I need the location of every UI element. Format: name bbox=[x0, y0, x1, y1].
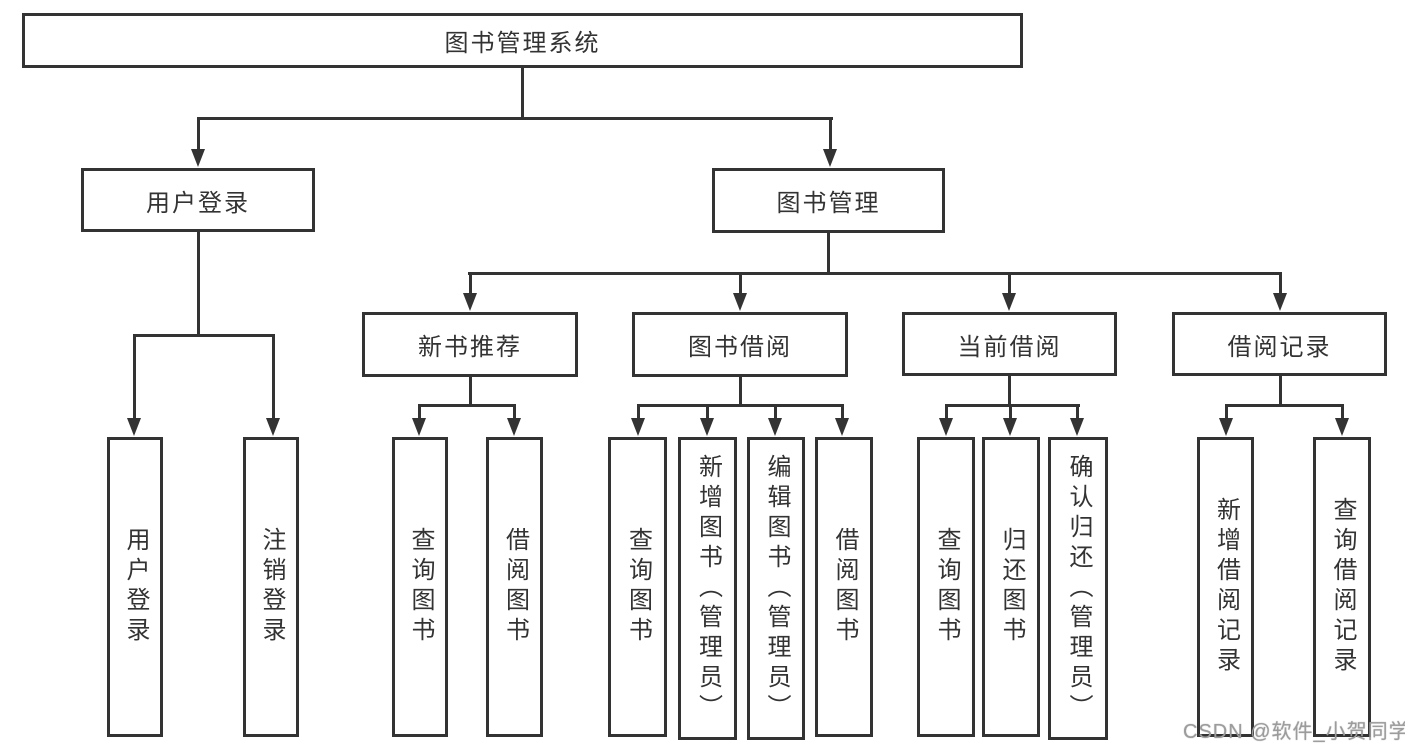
node-library-management-system: 图书管理系统 bbox=[22, 13, 1023, 68]
leaf-records-add-record: 新增借阅记录 bbox=[1197, 437, 1254, 737]
arrowhead-icon bbox=[463, 293, 477, 311]
leaf-current-query-books: 查询图书 bbox=[917, 437, 975, 737]
connector-line bbox=[1008, 376, 1011, 405]
connector-line bbox=[197, 117, 833, 120]
connector-line bbox=[1008, 274, 1011, 295]
arrowhead-icon bbox=[507, 418, 521, 436]
leaf-borrow-edit-books-admin: 编辑图书（管理员） bbox=[747, 437, 805, 740]
leaf-borrow-query-books: 查询图书 bbox=[608, 437, 667, 737]
connector-line bbox=[133, 336, 136, 419]
node-label: 查询图书 bbox=[933, 527, 960, 647]
connector-line bbox=[1279, 376, 1282, 405]
leaf-borrow-add-books-admin: 新增图书（管理员） bbox=[678, 437, 737, 740]
node-label: 查询图书 bbox=[624, 527, 652, 647]
connector-line bbox=[469, 377, 472, 405]
connector-line bbox=[827, 233, 830, 273]
node-user-login: 用户登录 bbox=[81, 168, 315, 232]
connector-line bbox=[841, 406, 844, 419]
arrowhead-icon bbox=[412, 418, 426, 436]
connector-line bbox=[637, 406, 640, 419]
node-label: 新增借阅记录 bbox=[1212, 497, 1240, 677]
arrowhead-icon bbox=[266, 418, 280, 436]
arrowhead-icon bbox=[1273, 293, 1287, 311]
connector-line bbox=[1076, 406, 1079, 419]
arrowhead-icon bbox=[631, 418, 645, 436]
arrowhead-icon bbox=[1335, 418, 1349, 436]
arrowhead-icon bbox=[1003, 418, 1017, 436]
node-label: 查询借阅记录 bbox=[1329, 497, 1356, 677]
connector-line bbox=[197, 119, 200, 150]
leaf-records-query-record: 查询借阅记录 bbox=[1313, 437, 1371, 737]
connector-line bbox=[1225, 404, 1344, 407]
arrowhead-icon bbox=[768, 418, 782, 436]
node-book-management: 图书管理 bbox=[712, 168, 945, 233]
arrowhead-icon bbox=[835, 418, 849, 436]
connector-line bbox=[1279, 274, 1282, 295]
node-label: 归还图书 bbox=[998, 527, 1025, 647]
node-label: 当前借阅 bbox=[957, 333, 1062, 361]
leaf-newbook-query-books: 查询图书 bbox=[392, 437, 448, 737]
connector-line bbox=[945, 404, 1080, 407]
leaf-borrow-borrow-books: 借阅图书 bbox=[815, 437, 873, 737]
arrowhead-icon bbox=[733, 293, 747, 311]
connector-line bbox=[133, 334, 275, 337]
node-label: 图书管理系统 bbox=[444, 30, 601, 57]
arrowhead-icon bbox=[939, 418, 953, 436]
node-current-borrow: 当前借阅 bbox=[902, 312, 1117, 376]
leaf-current-return-books: 归还图书 bbox=[982, 437, 1040, 737]
arrowhead-icon bbox=[823, 149, 837, 167]
arrowhead-icon bbox=[1219, 418, 1233, 436]
leaf-user-login: 用户登录 bbox=[107, 437, 163, 737]
connector-line bbox=[1225, 406, 1228, 419]
node-label: 编辑图书（管理员） bbox=[763, 453, 790, 724]
node-label: 查询图书 bbox=[407, 527, 434, 647]
connector-line bbox=[521, 68, 524, 118]
connector-line bbox=[739, 274, 742, 295]
node-label: 用户登录 bbox=[122, 527, 149, 647]
connector-line bbox=[774, 406, 777, 419]
connector-line bbox=[469, 274, 472, 295]
node-label: 新增图书（管理员） bbox=[694, 453, 722, 724]
leaf-current-confirm-return-admin: 确认归还（管理员） bbox=[1048, 437, 1108, 740]
csdn-watermark: CSDN @软件_小贺同学 bbox=[1183, 721, 1405, 743]
connector-line bbox=[829, 119, 832, 150]
connector-line bbox=[637, 404, 844, 407]
node-label: 借阅图书 bbox=[501, 527, 529, 647]
connector-line bbox=[197, 232, 200, 335]
node-label: 借阅记录 bbox=[1227, 333, 1332, 361]
node-label: 确认归还（管理员） bbox=[1065, 453, 1092, 724]
connector-line bbox=[418, 406, 421, 419]
connector-line bbox=[272, 336, 275, 419]
connector-line bbox=[418, 404, 516, 407]
node-label: 借阅图书 bbox=[831, 527, 858, 647]
node-label: 新书推荐 bbox=[418, 334, 522, 361]
arrowhead-icon bbox=[127, 418, 141, 436]
node-label: 注销登录 bbox=[258, 527, 285, 647]
node-borrow-records: 借阅记录 bbox=[1172, 312, 1387, 376]
leaf-logout: 注销登录 bbox=[243, 437, 299, 737]
node-label: 图书借阅 bbox=[688, 334, 792, 361]
node-new-book-recommend: 新书推荐 bbox=[362, 312, 578, 377]
connector-line bbox=[1009, 406, 1012, 419]
node-label: 用户登录 bbox=[146, 189, 250, 217]
connector-line bbox=[739, 377, 742, 405]
node-label: 图书管理 bbox=[776, 190, 881, 217]
arrowhead-icon bbox=[191, 149, 205, 167]
connector-line bbox=[945, 406, 948, 419]
leaf-newbook-borrow-books: 借阅图书 bbox=[486, 437, 543, 737]
connector-line bbox=[706, 406, 709, 419]
connector-line bbox=[468, 272, 1282, 275]
connector-line bbox=[1341, 406, 1344, 419]
node-book-borrow: 图书借阅 bbox=[632, 312, 848, 377]
arrowhead-icon bbox=[1070, 418, 1084, 436]
arrowhead-icon bbox=[1002, 293, 1016, 311]
connector-line bbox=[513, 406, 516, 419]
arrowhead-icon bbox=[700, 418, 714, 436]
